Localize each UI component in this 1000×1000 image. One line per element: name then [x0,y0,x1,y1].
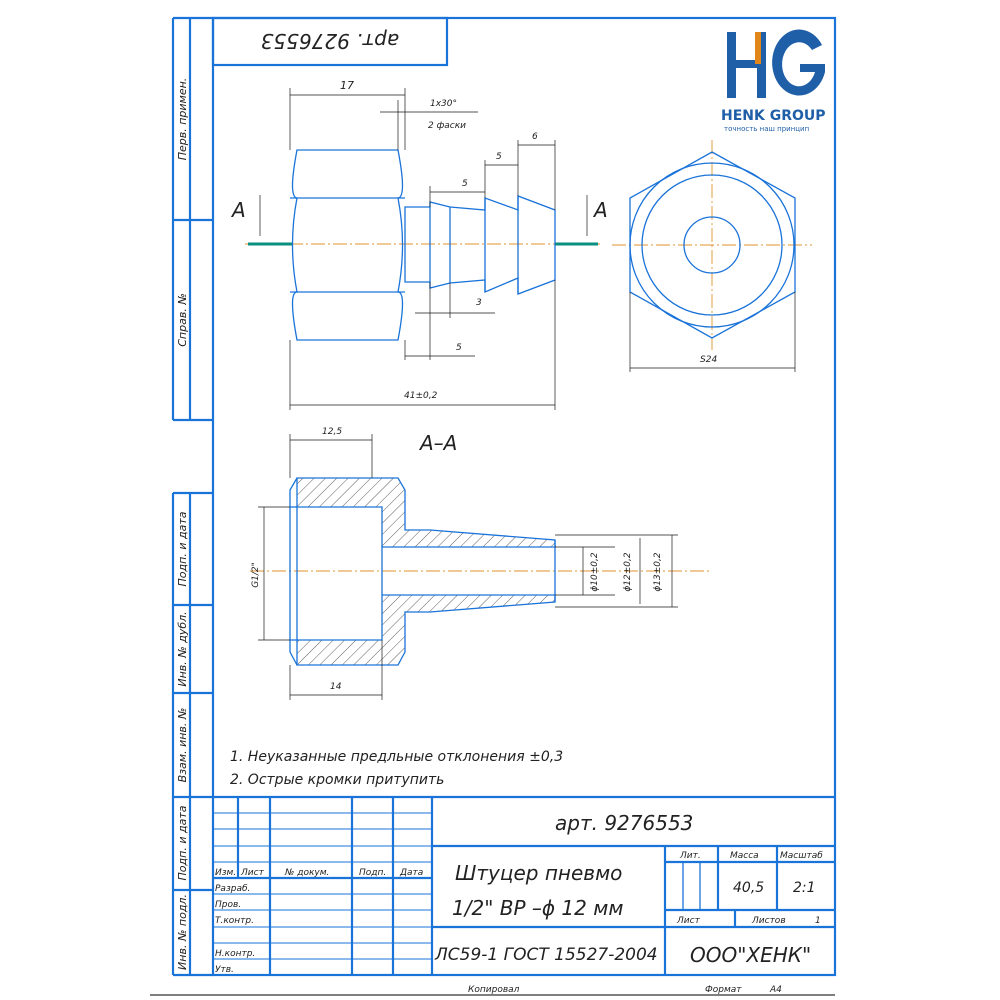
side-strip-labels: Перв. примен. Справ. № Подп. и дата Инв.… [176,78,189,970]
role: Утв. [215,965,234,975]
col-list: Лист [240,868,265,878]
dim-phi10: ϕ10±0,2 [590,552,600,592]
side-label: Справ. № [176,293,189,347]
side-label: Подп. и дата [176,805,189,880]
dim-5: 5 [456,343,462,353]
article: арт. 9276553 [555,811,693,835]
role: Н.контр. [215,949,255,959]
note-1: 1. Неуказанные предльные отклонения ±0,3 [230,749,563,765]
lit-label: Лит. [679,851,701,861]
copied-label: Копировал [468,985,520,995]
product-name-line2: 1/2" ВР –ϕ 12 мм [452,896,623,920]
col-sign: Подп. [359,868,386,878]
title-block: Изм. Лист № докум. Подп. Дата Разраб. Пр… [213,795,835,995]
company: ООО"ХЕНК" [690,943,811,967]
side-label: Перв. примен. [176,78,189,161]
dim-total: 41±0,2 [404,391,438,401]
role: Т.контр. [215,916,254,926]
logo-slogan: точность наш принцип [724,125,809,133]
dim-6: 6 [532,132,538,142]
dim-chamfer: 1x30° [430,99,457,109]
dim-s24: S24 [700,355,717,365]
side-label: Подп. и дата [176,511,189,586]
role: Разраб. [215,884,250,894]
section-view: A–A 12,5 G1/2" 14 ϕ10±0,2 ϕ12±0,2 ϕ13±0,… [250,427,710,700]
material: ЛС59-1 ГОСТ 15527-2004 [434,945,658,965]
role: Пров. [215,900,241,910]
dim-5: 5 [496,152,502,162]
format-label: Формат [705,985,742,995]
sheets-value: 1 [815,916,821,926]
side-label: Взам. инв. № [176,708,189,783]
scale-value: 2:1 [793,880,816,896]
section-mark-right: A [592,198,608,222]
dim-3: 3 [476,298,482,308]
dim-phi13: ϕ13±0,2 [653,552,663,592]
mass-label: Масса [730,851,759,861]
note-2: 2. Острые кромки притупить [230,772,444,788]
col-date: Дата [399,868,423,878]
col-izm: Изм. [215,868,236,878]
dim-12-5: 12,5 [322,427,342,437]
section-mark-left: A [230,198,246,222]
side-label: Инв. № подл. [176,894,189,970]
side-label: Инв. № дубл. [176,611,189,686]
section-title: A–A [418,431,457,455]
format-value: A4 [769,985,782,995]
dim-14: 14 [330,682,342,692]
sheets-label: Листов [751,916,786,926]
logo-name: HENK GROUP [721,108,826,124]
col-doc: № докум. [284,868,329,878]
end-view: S24 [612,140,812,372]
henk-group-logo: HENK GROUP точность наш принцип [721,29,826,133]
side-view: 17 1x30° 2 фаски 6 5 5 3 5 41±0,2 A A [230,79,608,410]
dim-chamfer-note: 2 фаски [428,121,466,131]
article-rotated: арт. 9276553 [261,29,399,53]
dim-phi12: ϕ12±0,2 [623,552,633,592]
product-name-line1: Штуцер пневмо [455,861,622,885]
scale-label: Масштаб [780,851,823,861]
sheet-label: Лист [676,916,701,926]
drawing-frame [150,16,837,996]
mass-value: 40,5 [733,880,764,896]
dim-17: 17 [340,79,354,92]
dim-5: 5 [462,179,468,189]
article-box [211,16,449,67]
dim-g-thread: G1/2" [251,562,261,588]
